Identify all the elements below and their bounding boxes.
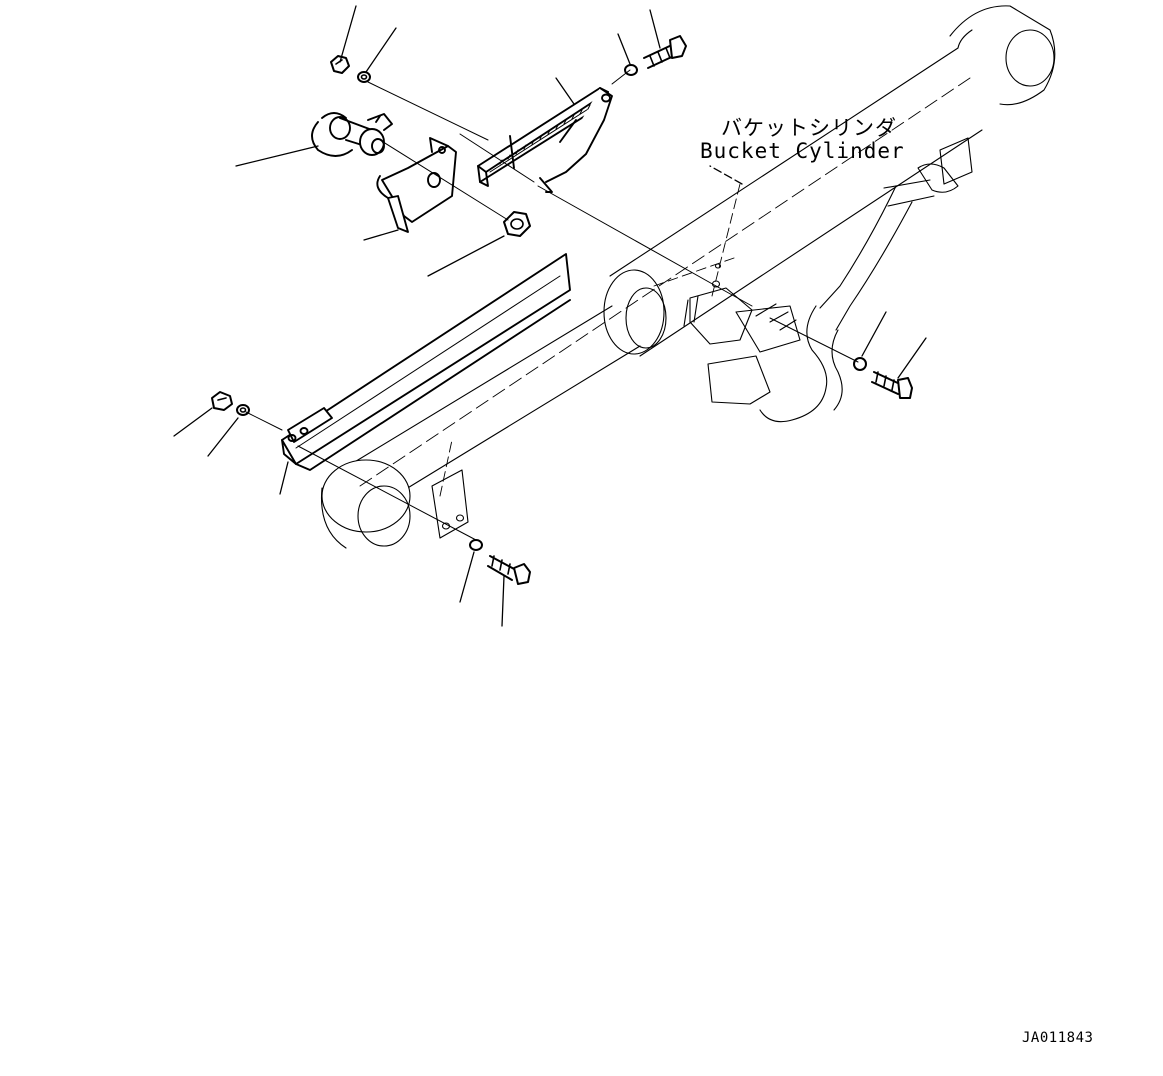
clip-bracket — [376, 137, 457, 233]
drawing-id: JA011843 — [1022, 1030, 1094, 1046]
leader-lines — [173, 5, 927, 627]
assembly-lines — [245, 69, 859, 541]
mounting-bracket-upper — [477, 87, 613, 193]
bolt-right — [871, 371, 913, 399]
bucket-cylinder — [320, 5, 1056, 549]
angle-bracket-lower — [281, 253, 571, 471]
washer-right — [853, 357, 867, 371]
cylinder-label-jp: バケットシリンダ — [721, 116, 897, 140]
bolt-top — [643, 35, 687, 69]
cylinder-label-en: Bucket Cylinder — [700, 139, 905, 163]
hex-nut-lower — [211, 391, 233, 411]
washer-top — [357, 71, 371, 83]
washer-lower — [236, 404, 250, 416]
connector-with-cap — [311, 112, 393, 157]
jam-nut — [503, 211, 531, 237]
washer-top-right — [624, 64, 638, 76]
bolt-bottom — [487, 555, 531, 585]
washer-bottom — [469, 539, 483, 551]
hex-nut-top — [330, 55, 350, 74]
